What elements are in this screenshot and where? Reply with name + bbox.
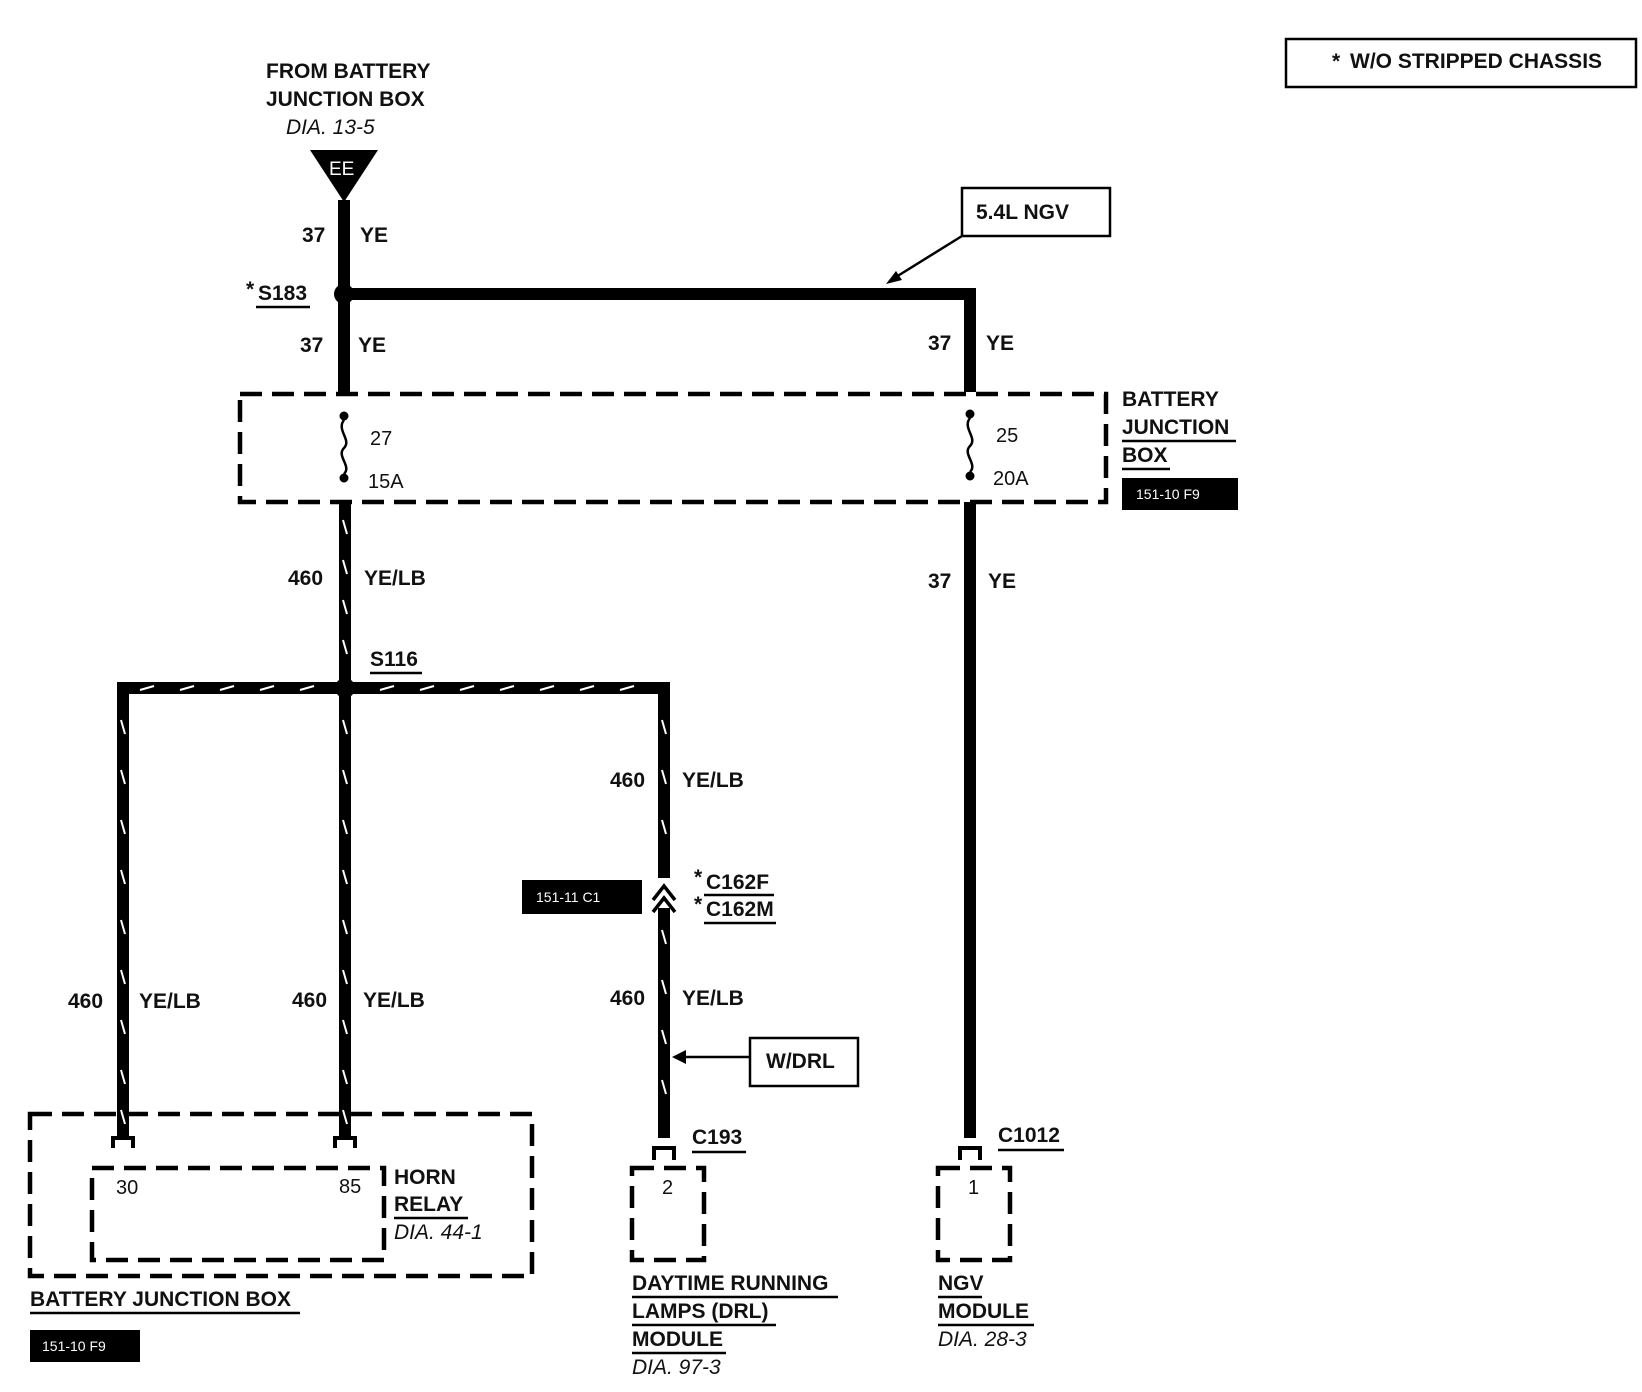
- yelb-circuit-wires: [117, 502, 670, 1138]
- drl-module-dia: DIA. 97-3: [632, 1356, 721, 1379]
- wire-color-ye-d: YE: [988, 570, 1016, 593]
- fuse-27-number: 27: [370, 428, 392, 450]
- c162m-star: *: [694, 893, 703, 916]
- ngv-option-box: [960, 186, 1112, 238]
- wire-color-ye-a: YE: [360, 224, 388, 247]
- fuse-27-amperage: 15A: [368, 471, 404, 493]
- battery-junction-box-fuses: 27 15A 25 20A BATTERY JUNCTION BOX 151-1…: [237, 388, 1238, 510]
- c162-ref: 151-11 C1: [536, 889, 601, 905]
- splice-s183-label: S183: [258, 282, 307, 305]
- wire-color-ye-b: YE: [358, 334, 386, 357]
- drl-option-box: [748, 1036, 860, 1088]
- c162m-icon: [651, 895, 677, 914]
- terminal-ee-label: EE: [329, 159, 354, 180]
- note-star: *: [1332, 50, 1341, 73]
- bjb-top-label-line1: BATTERY: [1122, 388, 1219, 411]
- bjb-bottom-ref: 151-10 F9: [42, 1338, 106, 1354]
- wire-label-37-b: 37: [300, 334, 323, 357]
- splice-labels: * S183 S116: [246, 278, 422, 675]
- wire-label-37-d: 37: [928, 570, 951, 593]
- source-label-line2: JUNCTION BOX: [266, 88, 425, 111]
- ye-circuit-wires: [334, 200, 976, 1138]
- wire-37-ngv-branch: [344, 288, 976, 392]
- bjb-bottom-ref-tag: [30, 1330, 140, 1362]
- connector-c162: 151-11 C1 * C162F * C162M: [522, 866, 776, 925]
- fuse-25-icon: [966, 417, 974, 473]
- wire-color-yelb-d: YE/LB: [363, 989, 425, 1012]
- horn-relay-boundary: [89, 1165, 387, 1263]
- c162-ref-tag: [522, 880, 642, 914]
- drl-module: C193 2 DAYTIME RUNNING LAMPS (DRL) MODUL…: [629, 1126, 838, 1379]
- drl-option-label: W/DRL: [766, 1050, 835, 1073]
- bjb-bottom-boundary: [27, 1111, 535, 1279]
- bjb-top-label-line3: BOX: [1122, 444, 1168, 467]
- horn-relay-junction-box: 30 85 HORN RELAY DIA. 44-1 BATTERY JUNCT…: [27, 1111, 535, 1362]
- ngv-option-callout: 5.4L NGV: [886, 186, 1112, 284]
- ngv-module: C1012 1 NGV MODULE DIA. 28-3: [935, 1124, 1064, 1351]
- ngv-module-pin: 1: [968, 1177, 979, 1199]
- connector-c193-label: C193: [692, 1126, 742, 1149]
- wire-label-37-c: 37: [928, 332, 951, 355]
- note-text: W/O STRIPPED CHASSIS: [1350, 50, 1602, 73]
- horn-relay-label-line1: HORN: [394, 1166, 456, 1189]
- horn-relay-label-line2: RELAY: [394, 1193, 463, 1216]
- note-box: [1284, 37, 1638, 89]
- ngv-module-dia: DIA. 28-3: [938, 1328, 1027, 1351]
- horn-relay-pin-85: 85: [339, 1176, 361, 1198]
- drl-module-label-line1: DAYTIME RUNNING: [632, 1272, 828, 1295]
- drl-module-pin: 2: [662, 1177, 673, 1199]
- c162f-star: *: [694, 866, 703, 889]
- bjb-top-label-line2: JUNCTION: [1122, 416, 1229, 439]
- wire-label-460-c: 460: [68, 990, 103, 1013]
- drl-arrow-icon: [672, 1050, 686, 1064]
- bjb-top-ref: 151-10 F9: [1136, 486, 1200, 502]
- ngv-module-connector: [935, 1165, 1013, 1263]
- wire-labels: 37 YE 37 YE 37 YE 37 YE 460 YE/LB 460 YE…: [68, 224, 1016, 1013]
- splice-s183-star: *: [246, 278, 255, 301]
- wire-label-460-b: 460: [610, 769, 645, 792]
- ngv-option-label: 5.4L NGV: [976, 201, 1069, 224]
- splice-s116-label: S116: [370, 648, 418, 671]
- source-dia: DIA. 13-5: [286, 116, 375, 139]
- c162f-label: C162F: [706, 871, 769, 894]
- wire-460-horn-30: [117, 682, 345, 1138]
- fuse-27-icon: [340, 419, 348, 475]
- horn-relay-pin-30: 30: [116, 1177, 138, 1199]
- bjb-top-boundary: [237, 391, 1109, 505]
- battery-source: FROM BATTERY JUNCTION BOX DIA. 13-5 EE: [266, 60, 430, 202]
- ngv-module-label-line1: NGV: [938, 1272, 984, 1295]
- wire-color-yelb-a: YE/LB: [364, 567, 426, 590]
- wire-color-ye-c: YE: [986, 332, 1014, 355]
- fuse-25-number: 25: [996, 425, 1018, 447]
- wire-label-460-d: 460: [292, 989, 327, 1012]
- wire-color-yelb-c: YE/LB: [139, 990, 201, 1013]
- drl-module-label-line2: LAMPS (DRL): [632, 1300, 768, 1323]
- wire-460-drl-upper: [345, 682, 670, 878]
- c162f-icon: [651, 883, 677, 902]
- bjb-top-ref-tag: [1122, 478, 1238, 510]
- fuse-25-amperage: 20A: [993, 468, 1029, 490]
- ngv-module-label-line2: MODULE: [938, 1300, 1029, 1323]
- splice-s116-dot: [335, 678, 355, 698]
- bjb-bottom-label: BATTERY JUNCTION BOX: [30, 1288, 291, 1311]
- drl-module-label-line3: MODULE: [632, 1328, 723, 1351]
- connector-c1012-label: C1012: [998, 1124, 1060, 1147]
- terminal-ee-icon: [310, 150, 378, 202]
- wire-label-460-a: 460: [288, 567, 323, 590]
- drl-option-callout: W/DRL: [672, 1036, 860, 1088]
- wire-color-yelb-e: YE/LB: [682, 987, 744, 1010]
- horn-relay-dia: DIA. 44-1: [394, 1221, 483, 1244]
- wire-label-460-e: 460: [610, 987, 645, 1010]
- splice-s183-dot: [334, 284, 354, 304]
- wire-color-yelb-b: YE/LB: [682, 769, 744, 792]
- wire-label-37-a: 37: [302, 224, 325, 247]
- terminal-ends: [111, 1136, 982, 1160]
- ngv-arrow-icon: [886, 271, 902, 284]
- source-label-line1: FROM BATTERY: [266, 60, 430, 83]
- stripped-chassis-note: * W/O STRIPPED CHASSIS: [1284, 37, 1638, 89]
- c162m-label: C162M: [706, 898, 774, 921]
- drl-module-connector: [629, 1165, 707, 1263]
